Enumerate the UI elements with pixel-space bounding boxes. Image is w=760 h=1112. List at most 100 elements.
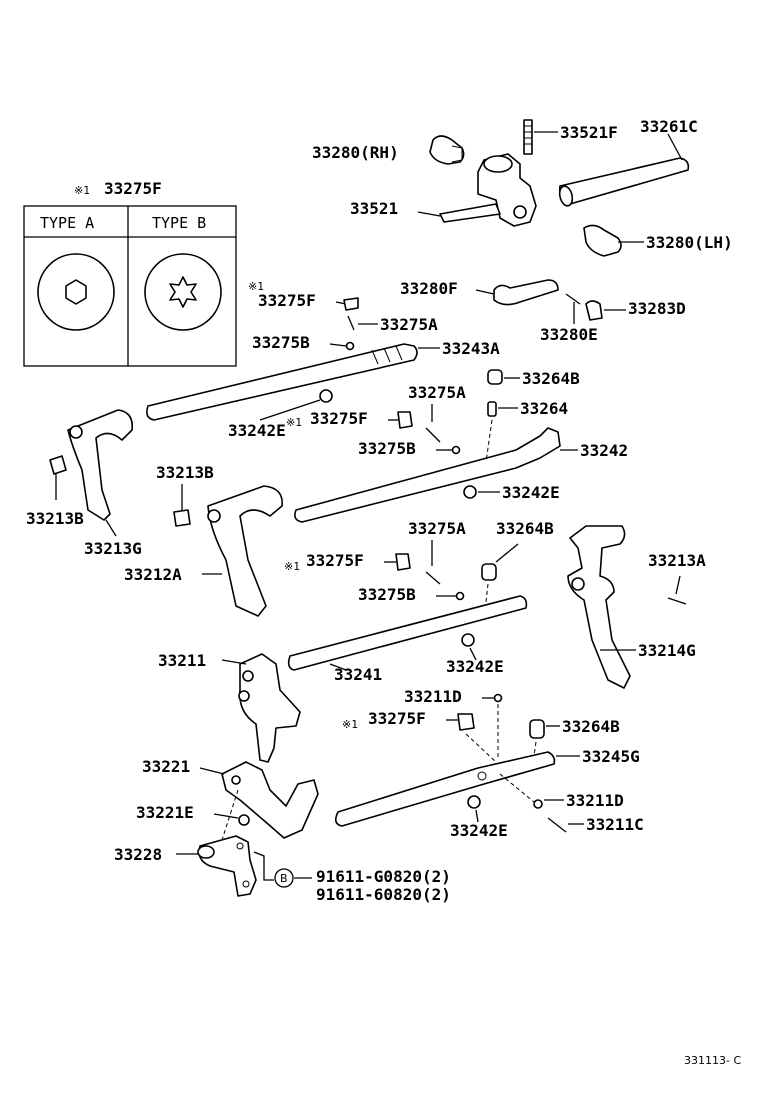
label-33275b-2: 33275B — [358, 439, 416, 458]
ref-circle-b-letter: B — [280, 872, 288, 885]
part-33221: 33221 — [142, 757, 319, 841]
detent-33280f-shape — [493, 279, 559, 306]
bolt-33283d-shape — [585, 300, 603, 321]
label-33264b-2: 33264B — [496, 519, 554, 538]
part-33243a: 33243A — [146, 339, 500, 421]
label-33275f-4: 33275F — [368, 709, 426, 728]
part-33213g: 33213B 33213G — [26, 409, 142, 558]
part-33228: 33228 — [114, 835, 257, 897]
lever-33221-shape — [221, 761, 319, 839]
plug-rh-shape — [429, 135, 465, 165]
clip-33221e-shape — [238, 814, 250, 826]
ball-33275b-1-shape — [345, 341, 355, 351]
mark-4: ※1 — [342, 718, 358, 731]
label-33211d-2: 33211D — [566, 791, 624, 810]
part-33283d: 33283D — [585, 299, 686, 321]
type-box: ※1 33275F TYPE A TYPE B — [23, 179, 237, 367]
part-33211: 33211 — [158, 651, 301, 763]
label-33241: 33241 — [334, 665, 382, 684]
clip-33242e-1-shape — [319, 389, 333, 403]
label-33221e: 33221E — [136, 803, 194, 822]
fork-33214g-shape — [567, 525, 631, 689]
hex-socket-icon — [65, 279, 87, 305]
type-box-frame — [23, 205, 237, 367]
label-33275f-2: 33275F — [310, 409, 368, 428]
pin-33264b-1-shape — [487, 369, 503, 385]
mark-3: ※1 — [284, 560, 300, 573]
spring-33275a-1-shape — [347, 315, 355, 331]
pin-33213a-shape — [667, 597, 687, 605]
label-33264b-1: 33264B — [522, 369, 580, 388]
type-a-label: TYPE A — [40, 214, 94, 232]
clip-33242e-2-shape — [463, 485, 477, 499]
pin-33521f-shape — [523, 119, 533, 155]
label-33275b-3: 33275B — [358, 585, 416, 604]
type-box-mark: ※1 — [74, 184, 90, 197]
spring-33275a-2-shape — [425, 427, 441, 443]
pin-33264b-3-shape — [529, 719, 545, 739]
label-33213a: 33213A — [648, 551, 706, 570]
part-33280f: 33280F — [400, 279, 559, 306]
leader-33280f — [475, 289, 495, 295]
torx-socket-icon — [169, 276, 197, 308]
bolt-33213b-2-shape — [173, 509, 191, 527]
ball-33275b-3-shape — [455, 591, 465, 601]
spring-33211c-shape — [547, 817, 567, 833]
label-33214g: 33214G — [638, 641, 696, 660]
ball-33211d-2-shape — [533, 799, 543, 809]
shaft-33243a-shape — [146, 343, 418, 421]
label-33283d: 33283D — [628, 299, 686, 318]
pin-33264-shape — [487, 401, 497, 417]
label-33242e-2: 33242E — [502, 483, 560, 502]
part-33212a: 33212A — [124, 485, 283, 617]
ball-33211d-1-shape — [493, 693, 503, 703]
label-33275a-2: 33275A — [408, 383, 466, 402]
leader-33261c — [667, 133, 683, 161]
pin-33264b-2-shape — [481, 563, 497, 581]
clip-33242e-4-shape — [467, 795, 481, 809]
label-33275a-1: 33275A — [380, 315, 438, 334]
part-33261c: 33261C — [558, 117, 698, 207]
label-33242e-4: 33242E — [450, 821, 508, 840]
type-box-part-number: 33275F — [104, 179, 162, 198]
ball-33275b-2-shape — [451, 445, 461, 455]
shaft-33261c-shape — [558, 157, 690, 205]
spring-33275a-3-shape — [425, 571, 441, 585]
lever-33211-shape — [239, 653, 301, 763]
part-33241: 33241 — [287, 595, 528, 684]
spring-33280e-shape — [565, 293, 581, 305]
part-33214g: 33214G 33213A — [567, 525, 706, 689]
part-33280e: 33280E — [540, 293, 598, 344]
part-33242: 33242 — [294, 427, 628, 523]
label-33275f-3: 33275F — [306, 551, 364, 570]
label-33243a: 33243A — [442, 339, 500, 358]
label-33221: 33221 — [142, 757, 190, 776]
label-33275a-3: 33275A — [408, 519, 466, 538]
label-33275f-1: 33275F — [258, 291, 316, 310]
lever-arm-shape — [439, 203, 501, 223]
clip-33242e-3-shape — [461, 633, 475, 647]
label-33242: 33242 — [580, 441, 628, 460]
label-33261c: 33261C — [640, 117, 698, 136]
label-33213g: 33213G — [84, 539, 142, 558]
fork-33213g-shape — [67, 409, 134, 521]
label-33211c: 33211C — [586, 815, 644, 834]
part-33521: 33521 — [350, 153, 537, 227]
label-33521f: 33521F — [560, 123, 618, 142]
part-33245g: 33245G — [334, 747, 640, 827]
plug-33275f-3-shape — [395, 553, 411, 571]
label-33242e-1: 33242E — [228, 421, 286, 440]
label-33280e: 33280E — [540, 325, 598, 344]
shaft-33241-shape — [287, 595, 528, 671]
label-33264b-3: 33264B — [562, 717, 620, 736]
label-33521: 33521 — [350, 199, 398, 218]
plug-lh-shape — [583, 224, 622, 257]
label-33212a: 33212A — [124, 565, 182, 584]
part-33280-rh: 33280(RH) — [312, 135, 465, 165]
figure-reference: 331113- C — [684, 1054, 741, 1067]
bolt-33213b-1-shape — [49, 455, 67, 475]
plug-33275f-4-shape — [457, 713, 475, 731]
plug-33275f-1-shape — [343, 297, 359, 311]
